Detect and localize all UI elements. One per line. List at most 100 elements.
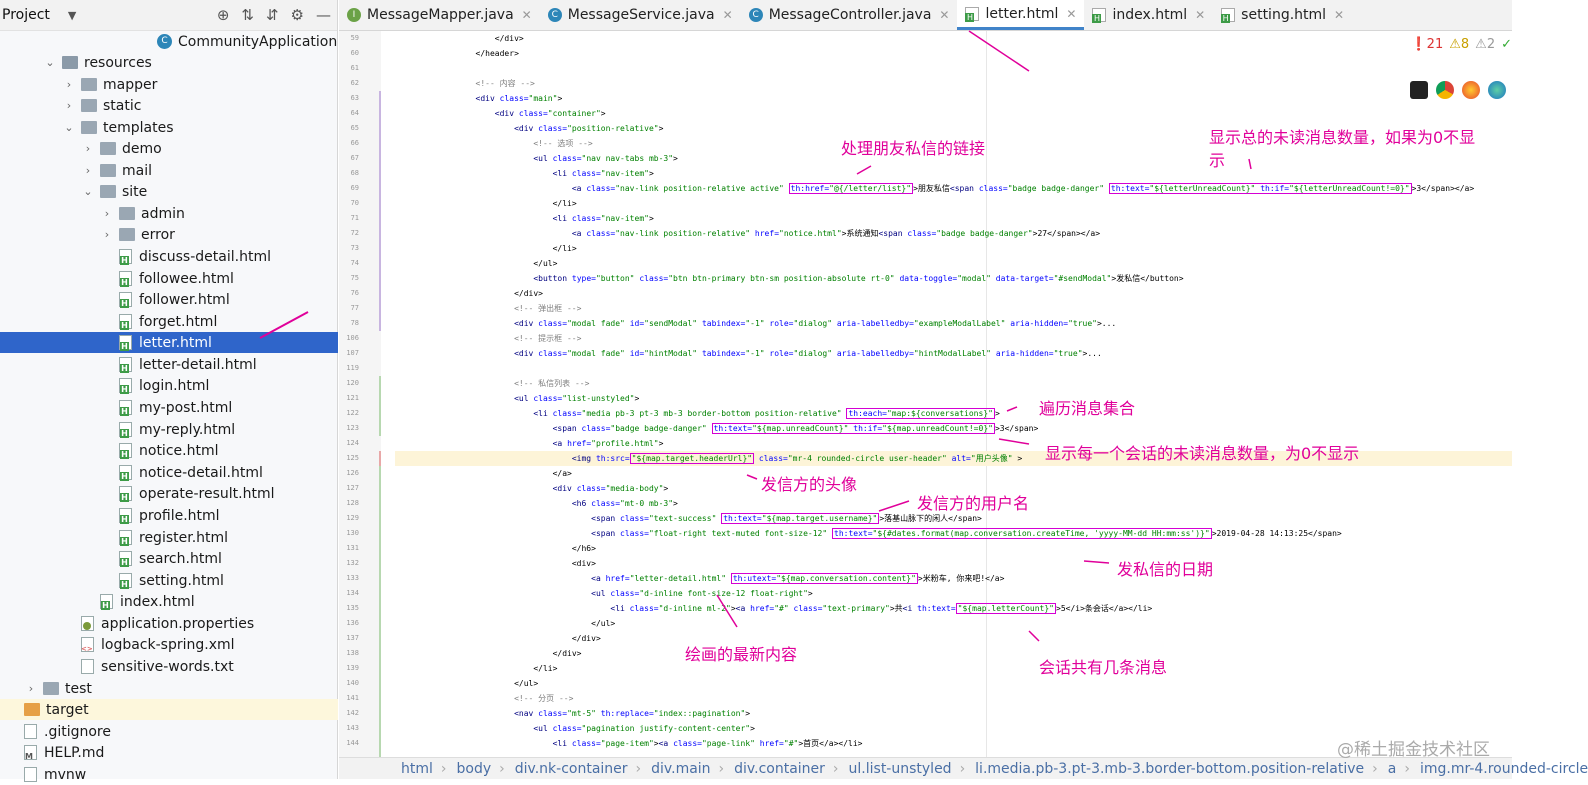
tree-item[interactable]: operate-result.html	[0, 483, 338, 504]
breadcrumb-item[interactable]: div.main	[651, 760, 711, 777]
project-title[interactable]: Project	[2, 7, 50, 23]
error-count[interactable]: ❗21	[1410, 37, 1444, 52]
code-line[interactable]: <ul class="d-inline font-size-12 float-r…	[591, 589, 813, 598]
close-icon[interactable]: ✕	[939, 8, 950, 22]
editor-tab[interactable]: letter.html✕	[957, 0, 1085, 30]
close-icon[interactable]: ✕	[1195, 8, 1206, 22]
code-line[interactable]: <ul class="list-unstyled">	[514, 394, 640, 403]
code-line[interactable]: </ul>	[437, 259, 558, 268]
code-line[interactable]: <li class="d-inline ml-2"><a href="#" cl…	[610, 603, 1153, 614]
tree-item[interactable]: mvnw	[0, 764, 338, 785]
editor-tab[interactable]: index.html✕	[1084, 0, 1213, 30]
code-line[interactable]: <a class="nav-link position-relative act…	[571, 183, 1475, 194]
code-line[interactable]: </li>	[437, 664, 558, 673]
firefox-icon[interactable]	[1462, 81, 1480, 99]
code-line[interactable]: <div class="container">	[494, 109, 606, 118]
chevron-right-icon[interactable]: ›	[28, 682, 34, 695]
chrome-icon[interactable]	[1436, 81, 1454, 99]
tree-item[interactable]: ›test	[0, 678, 338, 699]
code-line[interactable]: <div class="modal fade" id="hintModal" t…	[514, 349, 1102, 358]
intellij-browser-icon[interactable]	[1410, 81, 1428, 99]
tree-item[interactable]: ›error	[0, 224, 338, 245]
code-line[interactable]: </li>	[437, 244, 577, 253]
chevron-right-icon[interactable]: ›	[85, 164, 91, 177]
code-line[interactable]: <!-- 提示框 -->	[514, 334, 582, 343]
chevron-down-icon[interactable]: ▼	[67, 8, 77, 22]
tree-item[interactable]: letter.html	[0, 332, 338, 353]
code-line[interactable]: <a href="letter-detail.html" th:utext="$…	[591, 573, 1005, 584]
chevron-down-icon[interactable]: ⌄	[83, 185, 93, 198]
tree-item[interactable]: my-post.html	[0, 397, 338, 418]
code-line[interactable]: <!-- 内容 -->	[475, 79, 535, 88]
vcs-change-marker[interactable]	[379, 376, 382, 436]
tree-item[interactable]: setting.html	[0, 570, 338, 591]
tree-item[interactable]: profile.html	[0, 505, 338, 526]
code-line[interactable]: <div class="media-body">	[552, 484, 669, 493]
locate-icon[interactable]: ⊕	[216, 6, 230, 24]
tree-item[interactable]: notice.html	[0, 440, 338, 461]
tree-item[interactable]: ›static	[0, 95, 338, 116]
chevron-right-icon[interactable]: ›	[104, 228, 110, 241]
breadcrumb-item[interactable]: ul.list-unstyled	[848, 760, 952, 777]
check-icon[interactable]: ✓	[1501, 37, 1512, 52]
breadcrumb-item[interactable]: div.nk-container	[514, 760, 628, 777]
close-icon[interactable]: ✕	[722, 8, 733, 22]
minimize-icon[interactable]: —	[316, 6, 331, 24]
code-line[interactable]: </a>	[437, 469, 572, 478]
code-line[interactable]: </div>	[437, 649, 582, 658]
close-icon[interactable]: ✕	[521, 8, 532, 22]
tree-item[interactable]: search.html	[0, 548, 338, 569]
tree-item[interactable]: followee.html	[0, 268, 338, 289]
code-line[interactable]: </div>	[437, 34, 524, 43]
code-line[interactable]: <!-- 分页 -->	[514, 694, 574, 703]
close-icon[interactable]: ✕	[1066, 6, 1077, 21]
code-line[interactable]: <span class="badge badge-danger" th:text…	[552, 423, 1039, 434]
breadcrumb-item[interactable]: img.mr-4.rounded-circle	[1419, 760, 1588, 777]
breadcrumb-item[interactable]: body	[456, 760, 492, 777]
tree-item[interactable]: ⌄site	[0, 181, 338, 202]
edge-icon[interactable]	[1488, 81, 1506, 99]
code-line[interactable]: <li class="nav-item">	[552, 214, 654, 223]
code-line[interactable]: <button type="button" class="btn btn-pri…	[533, 274, 1184, 283]
breadcrumb-item[interactable]: a	[1387, 760, 1397, 777]
chevron-right-icon[interactable]: ›	[85, 142, 91, 155]
code-line[interactable]: <li class="page-item"><a class="page-lin…	[552, 739, 863, 748]
chevron-down-icon[interactable]: ⌄	[45, 56, 55, 69]
code-line[interactable]: <ul class="pagination justify-content-ce…	[533, 724, 755, 733]
code-line[interactable]: <div class="main">	[475, 94, 563, 103]
tree-item[interactable]: sensitive-words.txt	[0, 656, 338, 677]
tree-item[interactable]: forget.html	[0, 311, 338, 332]
code-line[interactable]: </header>	[437, 49, 519, 58]
vcs-change-marker[interactable]	[379, 466, 382, 766]
tree-item[interactable]: ⌄templates	[0, 117, 338, 138]
code-line[interactable]: </ul>	[437, 679, 539, 688]
close-icon[interactable]: ✕	[1334, 8, 1345, 22]
code-line[interactable]: </div>	[437, 289, 543, 298]
code-line[interactable]: <h6 class="mt-0 mb-3">	[571, 499, 678, 508]
tree-item[interactable]: ⌄resources	[0, 52, 338, 73]
code-line[interactable]: <div>	[437, 559, 596, 568]
tree-item[interactable]: register.html	[0, 527, 338, 548]
code-line[interactable]: <nav class="mt-5" th:replace="index::pag…	[514, 709, 751, 718]
code-line[interactable]: <div class="modal fade" id="sendModal" t…	[514, 319, 1117, 328]
code-line[interactable]: <li class="media pb-3 pt-3 mb-3 border-b…	[533, 408, 1000, 419]
chevron-right-icon[interactable]: ›	[66, 99, 72, 112]
code-line[interactable]: <li class="nav-item">	[552, 169, 654, 178]
tree-item[interactable]: index.html	[0, 591, 338, 612]
code-line[interactable]: <span class="float-right text-muted font…	[591, 528, 1342, 539]
chevron-down-icon[interactable]: ⌄	[64, 121, 74, 134]
code-line[interactable]: <span class="text-success" th:text="${ma…	[591, 513, 982, 524]
tree-item[interactable]: HELP.md	[0, 742, 338, 763]
tree-item[interactable]: target	[0, 699, 338, 720]
code-line[interactable]: <ul class="nav nav-tabs mb-3">	[533, 154, 678, 163]
tree-item[interactable]: application.properties	[0, 613, 338, 634]
code-line[interactable]: <img th:src="${map.target.headerUrl}" cl…	[571, 453, 1023, 464]
tree-item[interactable]: ›mail	[0, 160, 338, 181]
code-line[interactable]: </li>	[437, 199, 577, 208]
expand-all-icon[interactable]: ⇅	[241, 6, 254, 24]
breadcrumb-item[interactable]: li.media.pb-3.pt-3.mb-3.border-bottom.po…	[975, 760, 1365, 777]
